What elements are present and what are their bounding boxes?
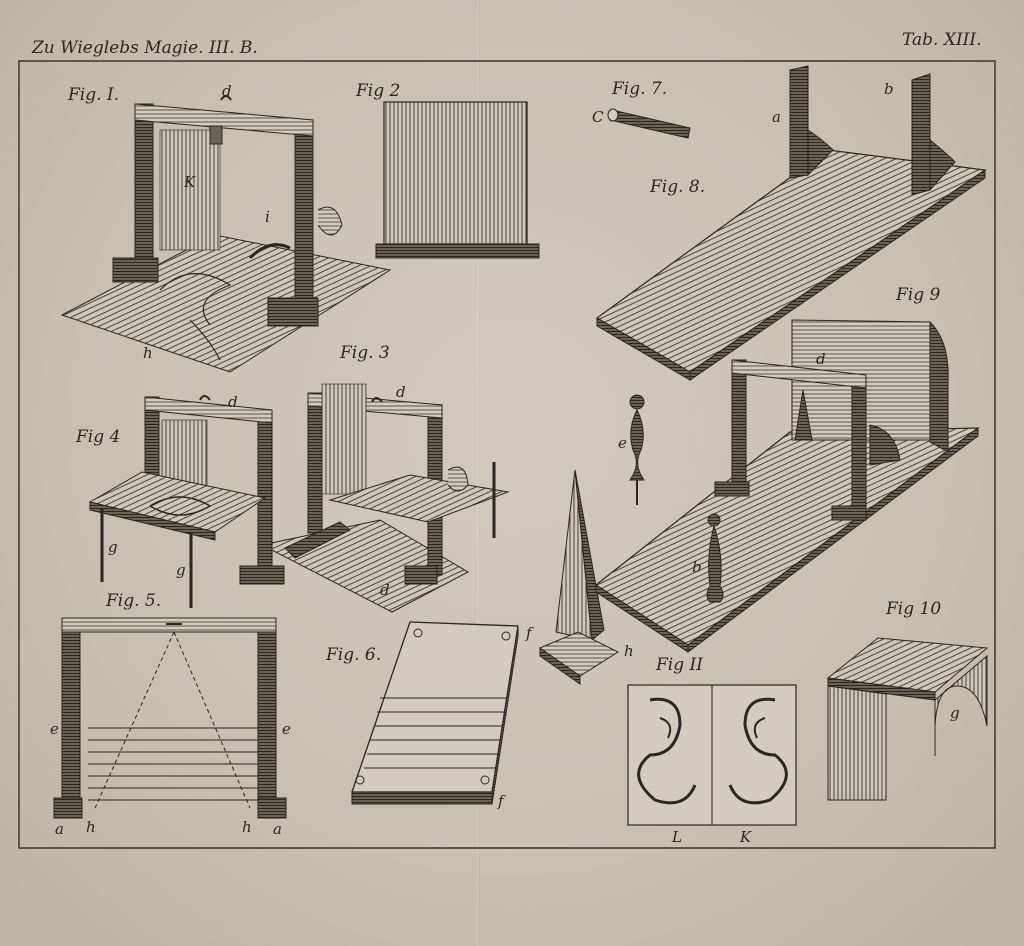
figure-5-letter-h-right: h [242,818,252,836]
figure-7-label: Fig. 7. [611,79,667,99]
obelisk-drawing [538,469,620,685]
figure-5-letter-e-right: e [282,720,291,738]
figure-2-label: Fig 2 [355,81,400,101]
figure-e-turned-piece-drawing [629,394,645,505]
plate-border [18,60,996,849]
figure-5-frame-front-drawing [53,617,287,819]
figure-6-label: Fig. 6. [325,645,381,665]
figure-3-label: Fig. 3 [339,343,390,363]
figure-9-letter-b: b [692,558,702,576]
figure-10-cover-drawing [826,637,989,801]
obelisk-letter-h: h [624,642,634,660]
figure-3-frame-drawing [260,383,510,613]
figure-5-letter-a-left: a [55,820,64,838]
figure-1-letter-i: i [265,208,270,226]
figure-4-label: Fig 4 [75,427,120,447]
figure-9-board-drawing [594,319,980,653]
figure-10-letter-g: g [950,704,960,722]
figure-7-letter-c: C [592,108,604,126]
figure-6-letter-f-bottom: f [497,792,506,810]
figure-e-letter: e [618,434,627,452]
figure-4-frame-drawing [88,395,351,608]
figure-4-letter-g: g [108,538,118,556]
figure-7-rod-drawing [607,108,691,139]
plate-header-right: Tab. XIII. [902,30,982,50]
figure-5-letter-a-right: a [273,820,282,838]
figure-8-board-drawing [595,65,987,381]
figure-5-label: Fig. 5. [105,591,161,611]
figure-11-label: Fig II [655,655,703,675]
figure-4-letter-d: d [228,393,238,411]
figure-8-letter-b: b [884,80,894,98]
figure-6-letter-f-top: f [525,624,534,642]
figure-1-label: Fig. I. [67,85,119,105]
figure-5-letter-e-left: e [50,720,59,738]
figure-6-board-drawing [351,621,519,805]
figure-4-letter-g-2: g [176,561,186,579]
figure-1-letter-h: h [143,344,153,362]
figure-3-letter-d-floor: d [380,581,390,599]
figure-11-ornament-panel-drawing [627,684,797,826]
center-fold-line [476,0,479,946]
figure-9-label: Fig 9 [895,285,941,305]
figure-9-letter-d: d [816,350,826,368]
figure-8-letter-a: a [772,108,781,126]
figure-1-letter-K: K [183,173,196,191]
figure-1-frame-drawing [60,95,392,373]
figure-2-screen-drawing [375,101,540,259]
figure-10-label: Fig 10 [885,599,941,619]
figure-8-label: Fig. 8. [649,177,705,197]
figure-11-letter-L: L [671,828,682,846]
figure-11-letter-K: K [739,828,752,846]
figure-5-letter-h-left: h [86,818,96,836]
plate-header-left: Zu Wieglebs Magie. III. B. [32,38,258,58]
figure-3-letter-d: d [396,383,406,401]
figure-1-letter-d: d [222,82,232,100]
